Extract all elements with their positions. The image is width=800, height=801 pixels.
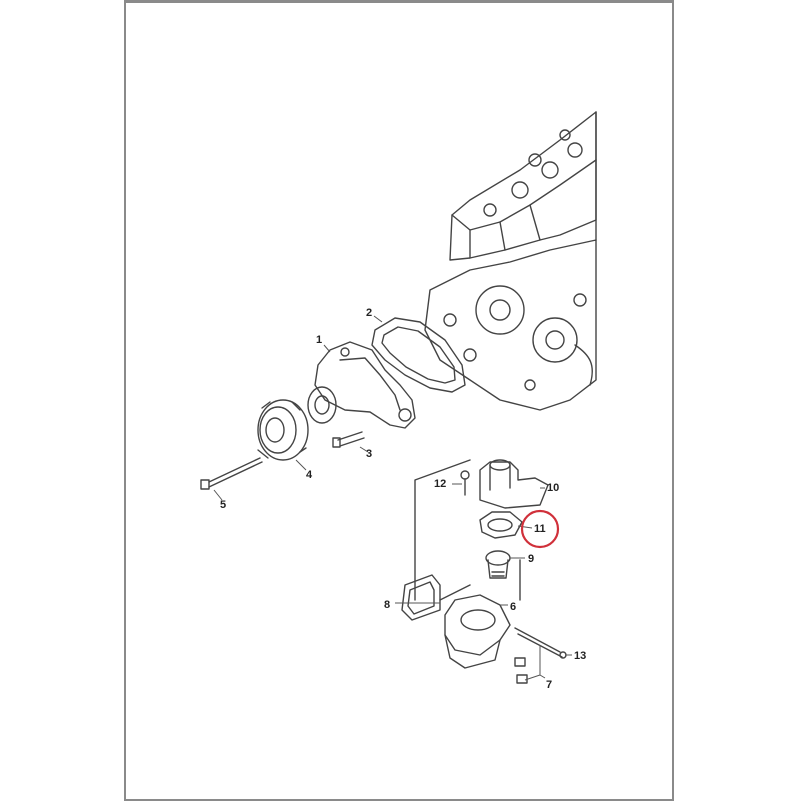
part-5-bolt — [200, 457, 263, 490]
engine-block — [424, 111, 597, 411]
callout-11: 11 — [534, 523, 546, 535]
part-4-pulley — [257, 399, 309, 461]
thermostat-assembly — [401, 459, 567, 684]
callout-8: 8 — [384, 599, 390, 611]
callout-3: 3 — [366, 448, 372, 460]
callout-12: 12 — [434, 478, 446, 490]
callout-4: 4 — [306, 469, 313, 481]
callout-10: 10 — [547, 482, 559, 494]
callout-2: 2 — [366, 307, 372, 319]
callout-1: 1 — [316, 334, 322, 346]
part-3-bolt — [332, 431, 365, 448]
callout-7: 7 — [546, 679, 552, 691]
callout-6: 6 — [510, 601, 516, 613]
leader-lines — [213, 315, 572, 681]
part-2-gasket — [371, 317, 466, 393]
callout-labels: 1 2 3 4 5 6 7 8 9 10 11 12 13 — [220, 307, 586, 691]
callout-5: 5 — [220, 499, 226, 511]
part-1-water-pump — [307, 341, 416, 429]
callout-13: 13 — [574, 650, 586, 662]
diagram-frame — [124, 0, 674, 801]
highlight-circle-part-11 — [520, 509, 560, 549]
callout-9: 9 — [528, 553, 534, 565]
